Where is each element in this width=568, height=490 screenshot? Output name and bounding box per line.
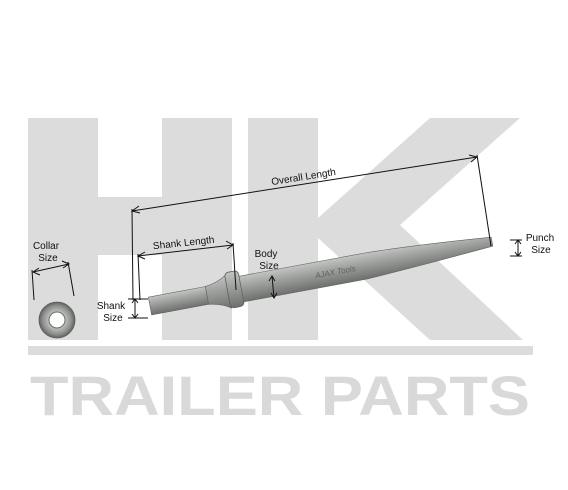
- collar-size-label-line1: Collar: [33, 241, 60, 252]
- body-size-label-line2: Size: [259, 261, 279, 272]
- collar-size-label-line2: Size: [38, 253, 58, 264]
- shank-size-label-line1: Shank: [97, 301, 126, 312]
- collar-ring: [38, 301, 76, 339]
- dimension-lines: [31, 154, 522, 319]
- punch-size-label-line1: Punch: [526, 233, 554, 244]
- air-hammer-punch: AJAX Tools: [148, 236, 494, 316]
- shank-size-label-line2: Size: [103, 313, 123, 324]
- punch-size-label-line2: Size: [531, 245, 551, 256]
- brand-watermark-text: TRAILER PARTS: [30, 364, 530, 427]
- body-size-label-line1: Body: [255, 249, 278, 260]
